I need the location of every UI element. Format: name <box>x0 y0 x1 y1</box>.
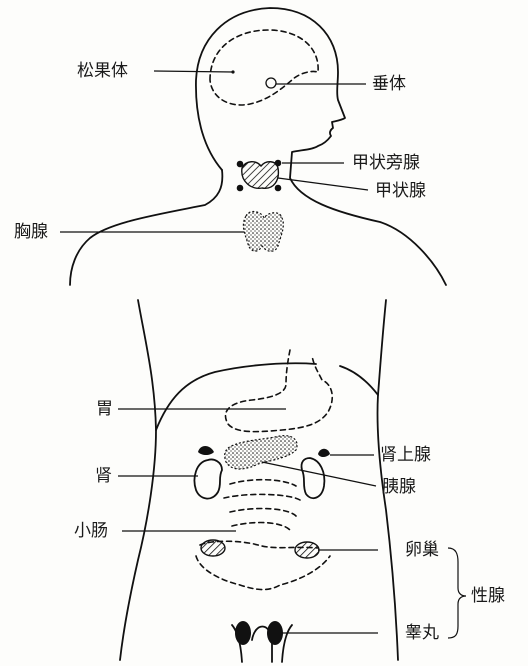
testis-left <box>235 621 251 645</box>
label-ovary: 卵巢 <box>405 540 439 560</box>
label-stomach: 胃 <box>96 399 113 419</box>
leg-right <box>282 625 292 662</box>
parathyroid-dot <box>237 185 244 192</box>
label-pancreas: 胰腺 <box>382 477 416 497</box>
label-pineal: 松果体 <box>77 61 128 81</box>
label-testis: 睾丸 <box>405 623 439 643</box>
label-adrenal: 肾上腺 <box>380 445 431 465</box>
head-outline <box>196 8 446 285</box>
ribcage-line-right <box>340 366 378 395</box>
adrenal-right <box>318 449 330 457</box>
label-thymus: 胸腺 <box>14 222 48 242</box>
leader-pineal <box>154 71 233 72</box>
label-gonads: 性腺 <box>471 586 505 606</box>
left-shoulder-outline <box>70 170 222 285</box>
testis-right <box>267 621 283 645</box>
pancreas-gland <box>225 436 297 469</box>
parathyroid-dot <box>275 160 282 167</box>
label-thyroid: 甲状腺 <box>375 181 426 201</box>
label-pituitary: 垂体 <box>372 74 406 94</box>
torso-left-outline <box>120 300 156 660</box>
ovary-right <box>295 542 319 558</box>
leader-pancreas <box>262 462 376 486</box>
intestine-dashed <box>196 480 330 590</box>
stomach-dashed <box>225 350 332 432</box>
gonads-bracket <box>448 548 466 638</box>
label-parathyroid: 甲状旁腺 <box>352 153 420 173</box>
kidney-left <box>195 459 223 498</box>
thyroid-gland <box>242 162 279 189</box>
parathyroid-dot <box>275 185 282 192</box>
ribcage-line <box>156 363 316 430</box>
label-small-intestine: 小肠 <box>74 521 108 541</box>
kidney-right <box>301 458 324 498</box>
leader-thyroid <box>278 178 368 190</box>
parathyroid-dot <box>237 161 244 168</box>
ovary-left <box>201 540 225 556</box>
thymus-gland <box>243 212 283 252</box>
adrenal-left <box>198 446 214 455</box>
label-kidney: 肾 <box>95 466 112 486</box>
brain-dashed <box>210 30 318 105</box>
pituitary-gland <box>266 78 276 88</box>
